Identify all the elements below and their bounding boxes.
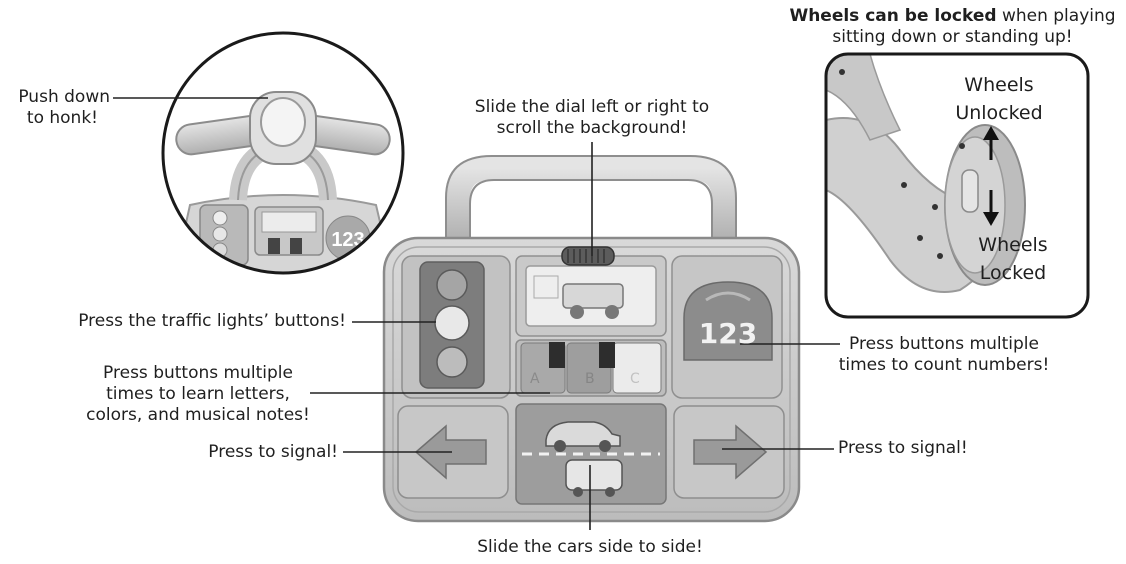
- traffic-lights-callout: Press the traffic lights’ buttons!: [78, 311, 346, 331]
- wheel-lock-line-2: sitting down or standing up!: [832, 27, 1073, 47]
- wheel-lock-inset: [824, 52, 1090, 319]
- honk-callout: Push down to honk!: [2, 87, 110, 129]
- count-line-2: times to count numbers!: [838, 355, 1050, 375]
- letters-line-2: times to learn letters,: [106, 384, 290, 404]
- horn-inset: 123: [161, 31, 405, 275]
- honk-line-1: Push down: [18, 87, 110, 107]
- count-line-1: Press buttons multiple: [849, 334, 1039, 354]
- wheels-locked-line-2: Locked: [979, 262, 1047, 284]
- honk-line-2: to honk!: [26, 108, 98, 128]
- activity-panel: [382, 155, 801, 523]
- cars-callout: Slide the cars side to side!: [477, 537, 703, 557]
- leader-lines: [113, 97, 840, 530]
- wheels-unlocked-label: Wheels Unlocked: [940, 71, 1058, 127]
- wheels-locked-line-1: Wheels: [978, 234, 1048, 256]
- letters-callout: Press buttons multiple times to learn le…: [78, 363, 318, 426]
- wheels-unlocked-line-1: Wheels: [964, 74, 1034, 96]
- wheel-lock-callout: Wheels can be locked when playing sittin…: [780, 6, 1125, 48]
- piano-key-c: C: [630, 371, 640, 387]
- wheel-lock-rest: when playing: [996, 6, 1116, 26]
- wheels-unlocked-line-2: Unlocked: [955, 102, 1043, 124]
- dial-callout: Slide the dial left or right to scroll t…: [452, 97, 732, 139]
- piano-key-a: A: [530, 371, 540, 387]
- svg-text:123: 123: [331, 229, 364, 251]
- wheels-locked-label: Wheels Locked: [958, 231, 1068, 287]
- signal-left-callout: Press to signal!: [208, 442, 338, 462]
- letters-line-1: Press buttons multiple: [103, 363, 293, 383]
- count-callout: Press buttons multiple times to count nu…: [826, 334, 1062, 376]
- dial-line-2: scroll the background!: [496, 118, 688, 138]
- wheel-lock-bold: Wheels can be locked: [789, 6, 997, 26]
- letters-line-3: colors, and musical notes!: [86, 405, 310, 425]
- number-badge: 123: [698, 317, 758, 350]
- dial-line-1: Slide the dial left or right to: [474, 97, 710, 117]
- signal-right-callout: Press to signal!: [838, 438, 968, 458]
- piano-key-b: B: [585, 371, 595, 387]
